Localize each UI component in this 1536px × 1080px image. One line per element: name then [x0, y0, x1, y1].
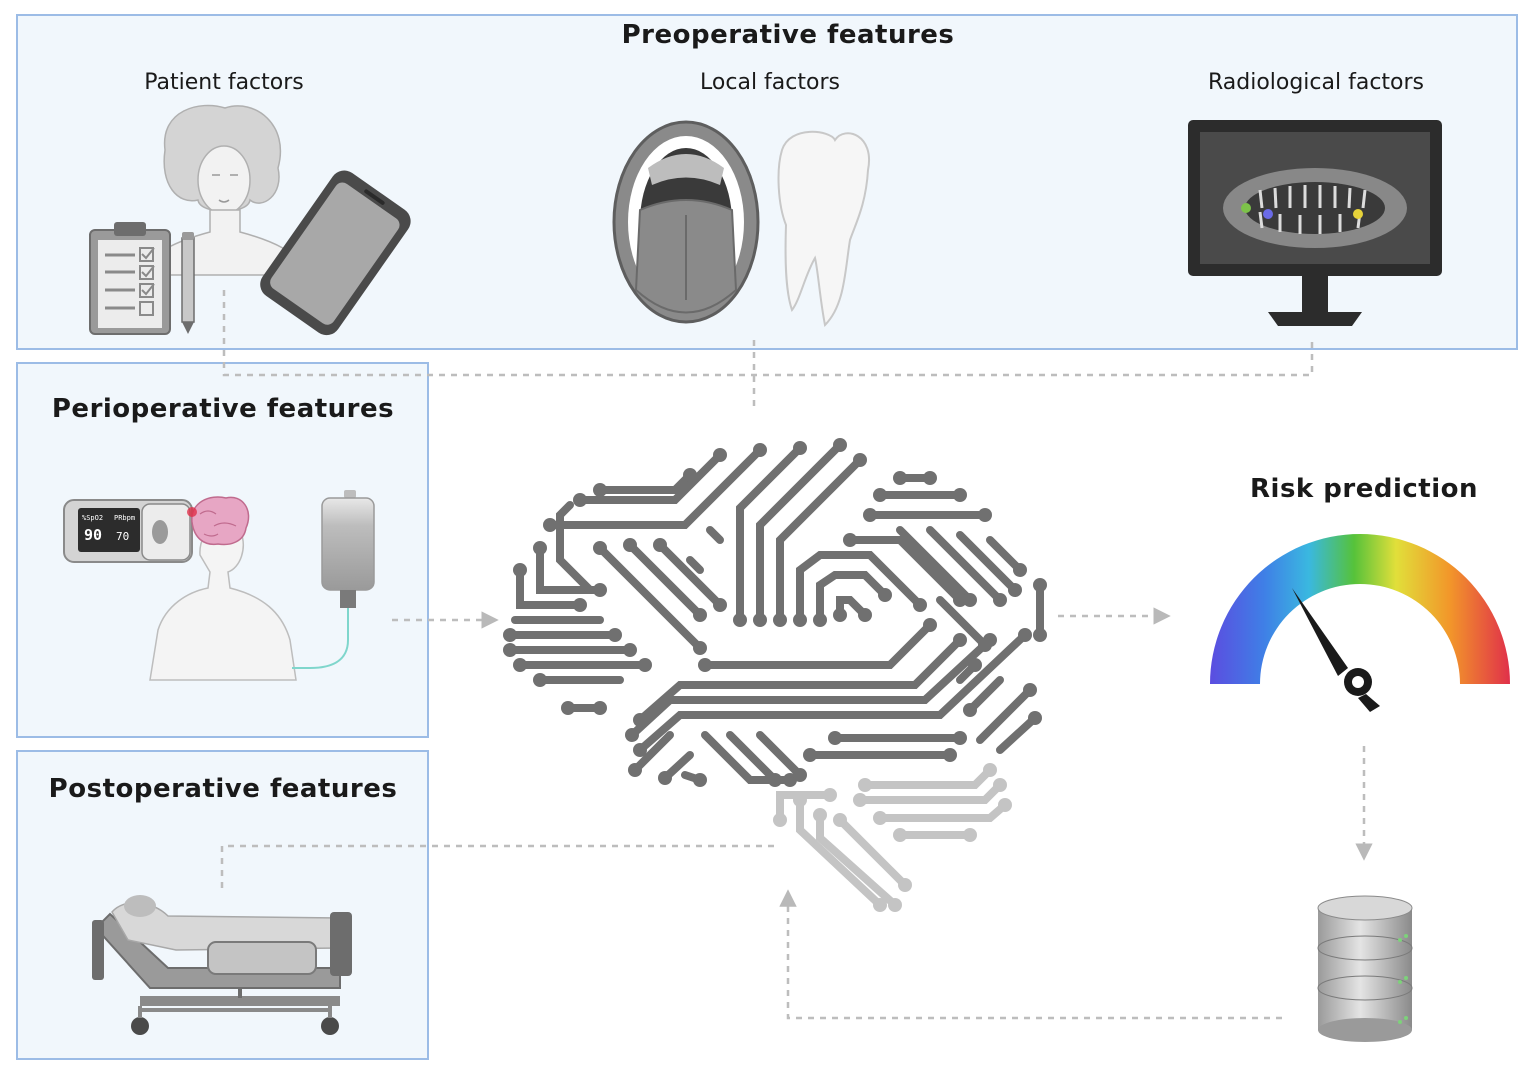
oximeter-spo2-label: %SpO2 [82, 514, 103, 522]
database-icon [1317, 895, 1413, 1042]
open-mouth-icon [612, 120, 760, 324]
local-factors-label: Local factors [700, 70, 840, 95]
risk-prediction-title: Risk prediction [1250, 474, 1478, 504]
circuit-brain-icon [503, 438, 1047, 912]
oximeter-pr-label: PRbpm [114, 514, 135, 522]
patient-factors-label: Patient factors [144, 70, 304, 95]
risk-gauge-icon [1210, 534, 1510, 712]
radiological-factors-label: Radiological factors [1207, 70, 1425, 95]
iv-bag-icon [292, 490, 375, 669]
clipboard-checklist-icon [89, 222, 171, 335]
connector-postop [220, 844, 778, 888]
perioperative-title: Perioperative features [51, 394, 395, 424]
molar-tooth-icon [777, 130, 871, 328]
panoramic-xray-monitor-icon [1188, 120, 1442, 326]
connector-lines [220, 290, 1373, 1020]
hospital-bed-icon [92, 895, 352, 1035]
oximeter-readout: %SpO2 PRbpm 90 70 [82, 514, 135, 544]
smartphone-icon [260, 170, 411, 336]
postoperative-title: Postoperative features [48, 774, 398, 804]
connector-patient [222, 290, 1314, 377]
preoperative-title: Preoperative features [621, 20, 955, 50]
pencil-icon [181, 232, 195, 334]
oximeter-spo2-value: 90 [84, 526, 102, 544]
pulse-oximeter-icon [63, 499, 193, 563]
brain-icon [187, 496, 250, 546]
oximeter-pr-value: 70 [116, 530, 129, 543]
postoperative-panel [16, 750, 429, 1060]
connector-database-feedback [779, 889, 1282, 1020]
